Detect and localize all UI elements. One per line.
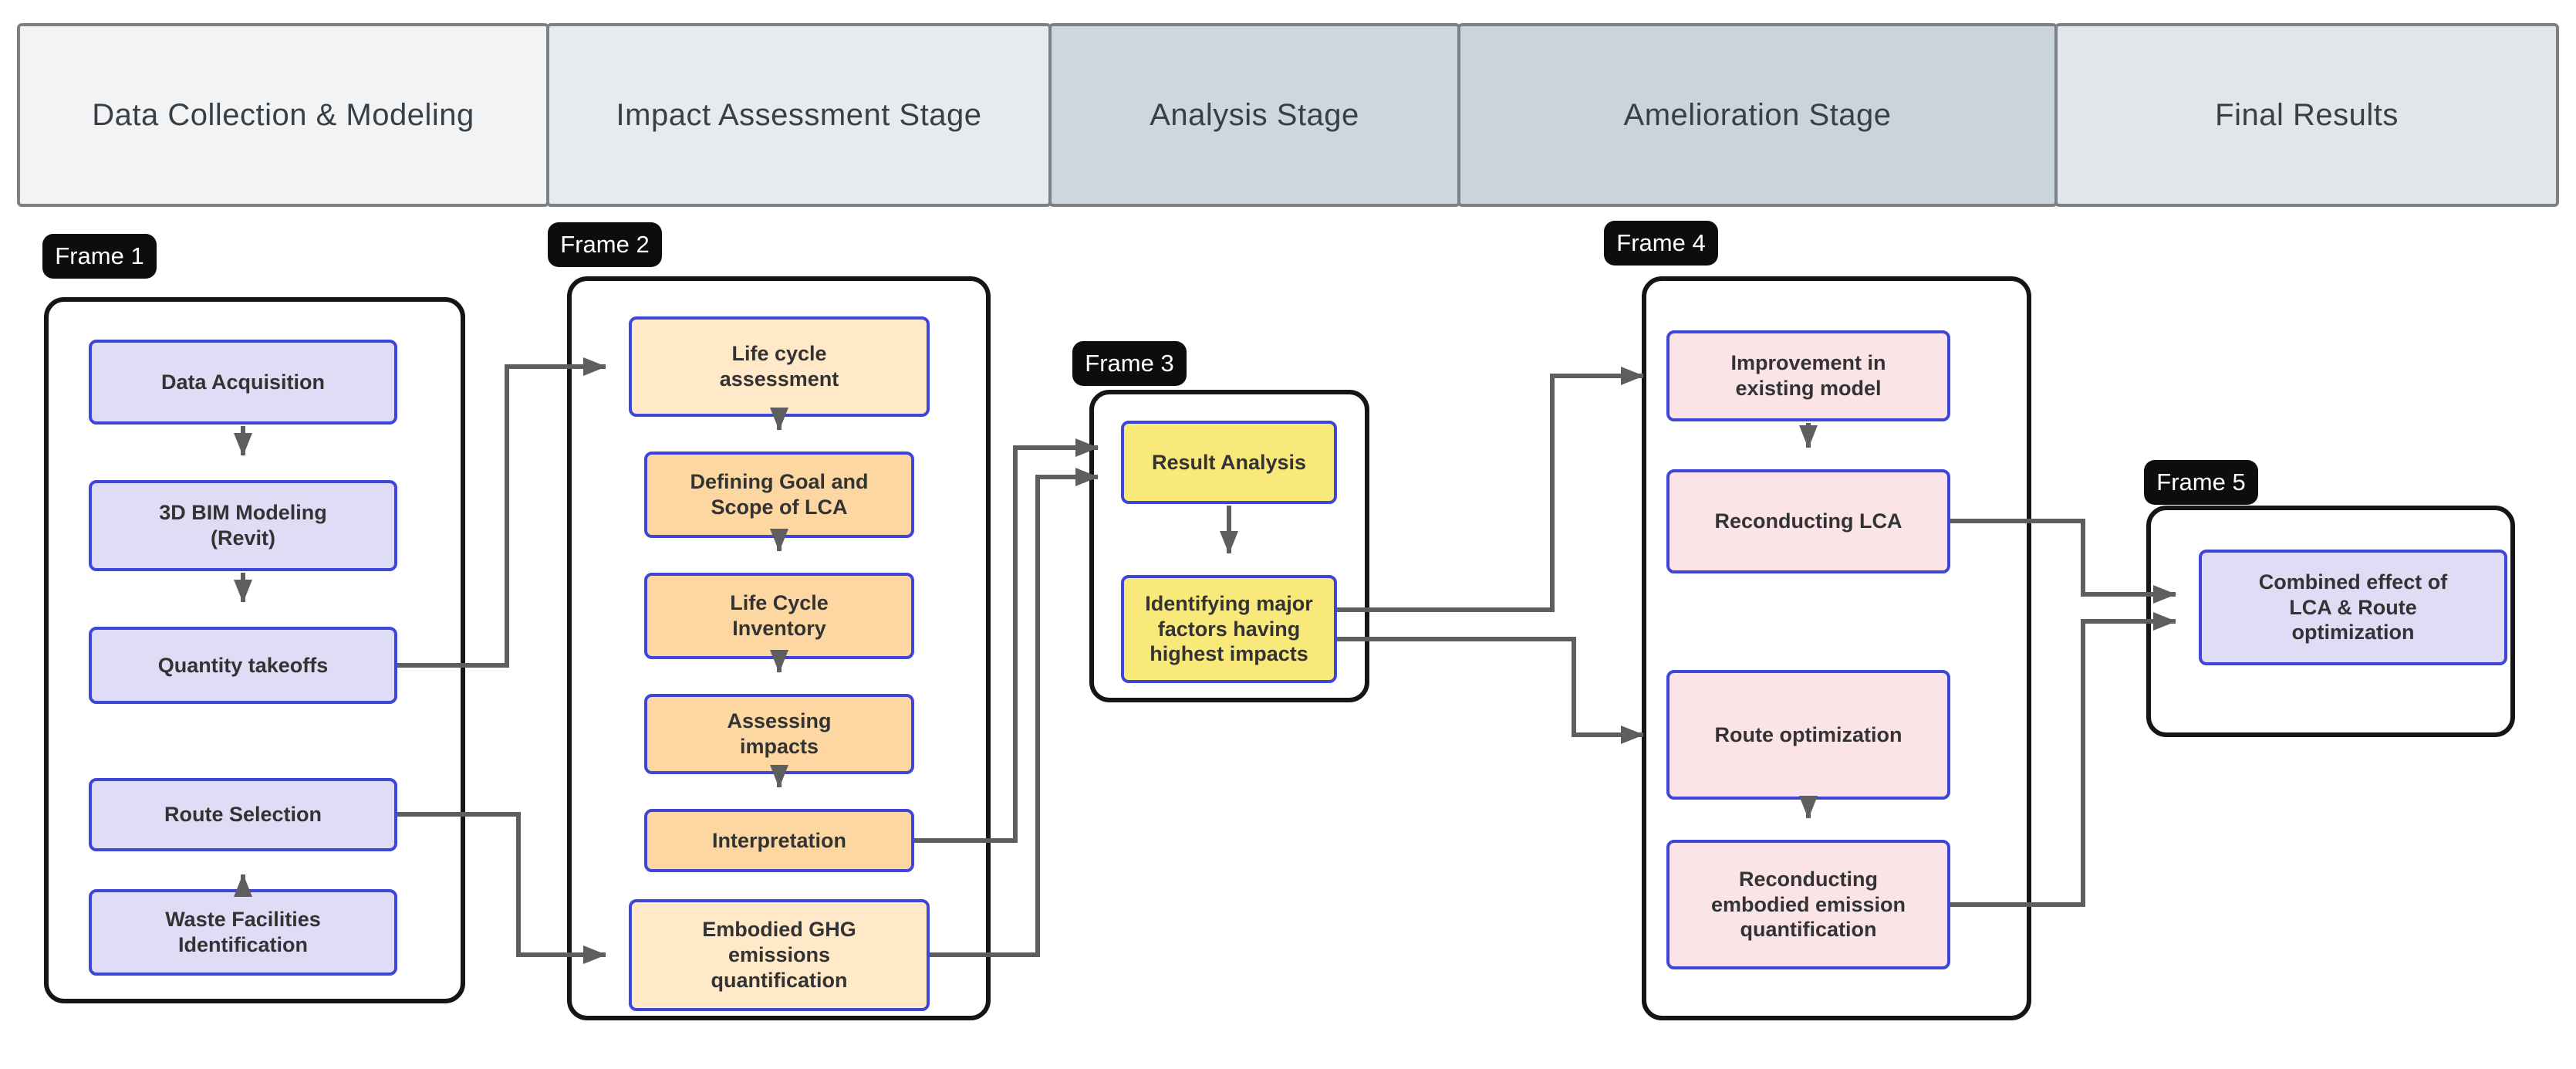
stage-label: Analysis Stage xyxy=(1150,97,1359,132)
frame-5-label: Frame 5 xyxy=(2144,460,2258,505)
node-defining-goal-scope: Defining Goal and Scope of LCA xyxy=(644,452,914,538)
stage-label: Amelioration Stage xyxy=(1623,97,1892,132)
frame-2-label: Frame 2 xyxy=(548,222,662,267)
stage-final-results: Final Results xyxy=(2054,23,2559,207)
node-improvement-existing-model: Improvement in existing model xyxy=(1666,330,1950,421)
node-reconducting-embodied: Reconducting embodied emission quantific… xyxy=(1666,840,1950,969)
stage-analysis: Analysis Stage xyxy=(1048,23,1460,207)
frame-1-label: Frame 1 xyxy=(42,234,157,279)
node-life-cycle-assessment: Life cycle assessment xyxy=(629,316,930,417)
node-combined-effect: Combined effect of LCA & Route optimizat… xyxy=(2199,550,2507,665)
node-result-analysis: Result Analysis xyxy=(1121,421,1337,504)
connector-identifying-to-route-optimization xyxy=(1337,637,1644,744)
node-bim-modeling: 3D BIM Modeling (Revit) xyxy=(89,480,397,571)
node-embodied-ghg: Embodied GHG emissions quantification xyxy=(629,899,930,1011)
connector-identifying-to-improvement xyxy=(1337,367,1644,612)
stage-label: Data Collection & Modeling xyxy=(92,97,474,132)
node-life-cycle-inventory: Life Cycle Inventory xyxy=(644,573,914,659)
node-data-acquisition: Data Acquisition xyxy=(89,340,397,425)
stage-data-collection: Data Collection & Modeling xyxy=(17,23,549,207)
node-interpretation: Interpretation xyxy=(644,809,914,872)
node-reconducting-lca: Reconducting LCA xyxy=(1666,469,1950,573)
stage-impact-assessment: Impact Assessment Stage xyxy=(546,23,1052,207)
stage-label: Impact Assessment Stage xyxy=(616,97,982,132)
node-quantity-takeoffs: Quantity takeoffs xyxy=(89,627,397,704)
node-route-optimization: Route optimization xyxy=(1666,670,1950,800)
node-identifying-major-factors: Identifying major factors having highest… xyxy=(1121,575,1337,683)
stage-label: Final Results xyxy=(2215,97,2399,132)
node-waste-facilities: Waste Facilities Identification xyxy=(89,889,397,976)
frame-3-label: Frame 3 xyxy=(1072,341,1187,386)
frame-4-label: Frame 4 xyxy=(1604,221,1718,266)
node-assessing-impacts: Assessing impacts xyxy=(644,694,914,774)
node-route-selection: Route Selection xyxy=(89,778,397,851)
stage-amelioration: Amelioration Stage xyxy=(1457,23,2058,207)
